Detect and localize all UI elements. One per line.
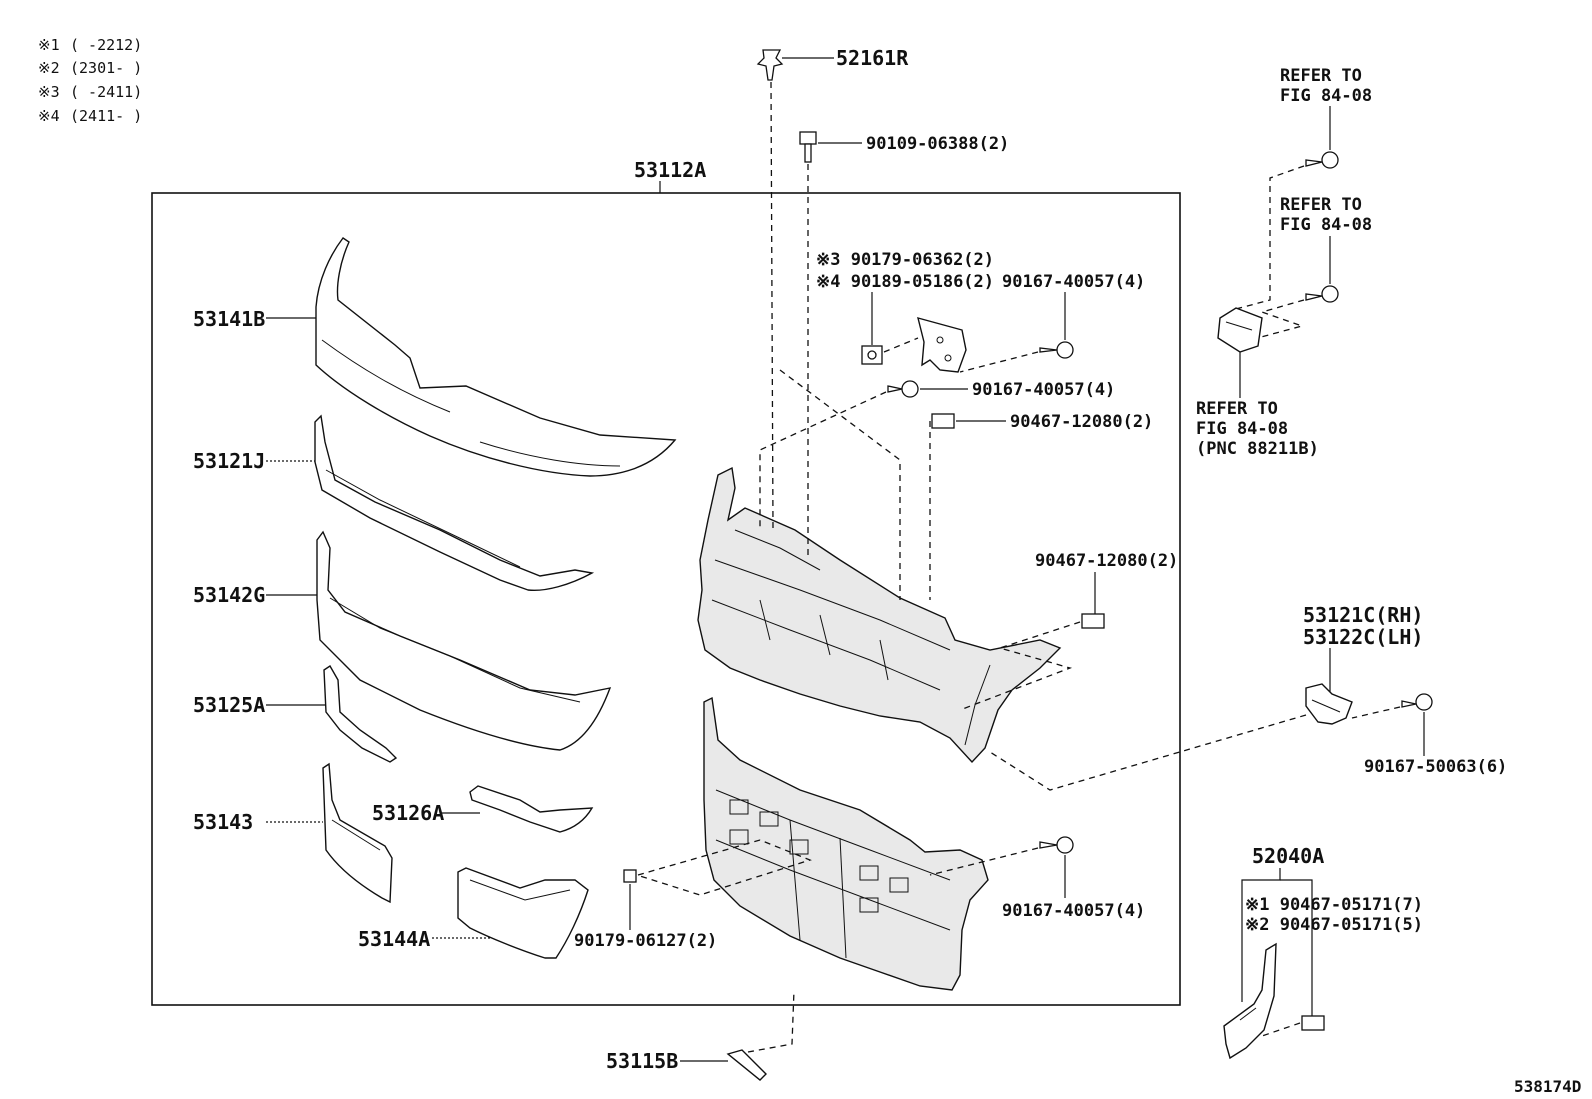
note-2-range: (2301- )	[70, 59, 142, 77]
ref1-line1: REFER TO	[1280, 66, 1362, 86]
bolt-ref1-icon	[1305, 151, 1339, 169]
label-53115b: 53115B	[606, 1049, 678, 1073]
leader-52040a-fastener	[1280, 879, 1313, 1016]
bolt-90109-icon	[799, 131, 817, 163]
label-90179-06127: 90179-06127(2)	[574, 931, 717, 951]
label-53125a: 53125A	[193, 693, 265, 717]
label-90467-a: 90467-12080(2)	[1010, 412, 1153, 432]
ref1-line2: FIG 84-08	[1280, 86, 1372, 106]
label-53141b: 53141B	[193, 307, 265, 331]
dash-90167-c	[929, 847, 1039, 876]
dash-90167-50063	[1351, 706, 1401, 719]
label-53143: 53143	[193, 810, 253, 834]
dash-grille-top	[779, 369, 901, 600]
note-3-range: ( -2411)	[70, 83, 142, 101]
label-52161r: 52161R	[836, 46, 909, 70]
part-53142g-drawing	[316, 530, 612, 751]
label-53122c: 53122C(LH)	[1303, 625, 1423, 649]
ref3-line3: (PNC 88211B)	[1196, 439, 1319, 459]
dash-90179-06127	[637, 839, 812, 896]
radar-sensor-drawing	[1217, 307, 1263, 353]
label-90167-c: 90167-40057(4)	[1002, 901, 1145, 921]
note-2-mark: ※2	[38, 59, 60, 77]
label-53142g: 53142G	[193, 583, 265, 607]
label-90109: 90109-06388(2)	[866, 134, 1009, 154]
label-53144a: 53144A	[358, 927, 430, 951]
label-52040a: 52040A	[1252, 844, 1324, 868]
label-90467-05171-2: ※2 90467-05171(5)	[1245, 915, 1423, 935]
label-90467-05171-1: ※1 90467-05171(7)	[1245, 895, 1423, 915]
screw-90167-a-icon	[1039, 341, 1074, 359]
part-53125a-drawing	[323, 665, 398, 763]
part-53121j-drawing	[314, 414, 595, 592]
leader-52040a	[1241, 868, 1281, 1002]
dash-52161r	[770, 81, 774, 529]
dash-90167-b	[759, 391, 887, 530]
assembly-number: 53112A	[634, 158, 706, 182]
label-90167-b: 90167-40057(4)	[972, 380, 1115, 400]
dash-90167-a	[959, 351, 1039, 373]
screw-90167-50063-icon	[1401, 693, 1433, 711]
dash-53115b	[747, 989, 795, 1053]
dash-bracket	[883, 337, 919, 353]
part-53115b-drawing	[726, 1049, 767, 1081]
dash-53121c	[989, 714, 1307, 791]
dash-90467-05171	[1261, 1022, 1301, 1037]
nut-90179-06127-icon	[623, 869, 637, 883]
ref2-line1: REFER TO	[1280, 195, 1362, 215]
part-53144a-drawing	[457, 867, 589, 959]
label-90189-05186: ※4 90189-05186(2)	[816, 272, 994, 292]
dash-ref1	[1231, 165, 1305, 311]
nut-90179-icon	[861, 345, 883, 365]
part-53143-drawing	[322, 762, 393, 904]
label-53121j: 53121J	[193, 449, 265, 473]
part-52040a-drawing	[1223, 942, 1277, 1060]
clip-90467-05171-icon	[1301, 1015, 1325, 1031]
label-53126a: 53126A	[372, 801, 444, 825]
label-90179-06362: ※3 90179-06362(2)	[816, 250, 994, 270]
note-1-mark: ※1	[38, 36, 60, 54]
clip-90467-b-icon	[1081, 613, 1105, 629]
note-1-range: ( -2212)	[70, 36, 142, 54]
ref3-line1: REFER TO	[1196, 399, 1278, 419]
label-53121c: 53121C(RH)	[1303, 603, 1423, 627]
date-range-notes: ※1 ( -2212) ※2 (2301- ) ※3 ( -2411) ※4 (…	[38, 36, 142, 125]
part-53141b-drawing	[315, 237, 677, 477]
part-grille-lower-drawing	[703, 696, 989, 991]
ref2-line2: FIG 84-08	[1280, 215, 1372, 235]
part-53121c-drawing	[1305, 683, 1353, 725]
dash-ref2	[1249, 299, 1305, 341]
figure-id: 538174D	[1514, 1077, 1581, 1096]
ref3-line2: FIG 84-08	[1196, 419, 1288, 439]
assembly-frame	[151, 192, 1181, 1006]
note-4-mark: ※4	[38, 107, 60, 125]
label-90167-50063: 90167-50063(6)	[1364, 757, 1507, 777]
part-grille-upper-drawing	[697, 466, 1062, 764]
screw-90167-c-icon	[1039, 836, 1074, 854]
label-90167-a: 90167-40057(4)	[1002, 272, 1145, 292]
screw-90167-b-icon	[887, 380, 919, 398]
clip-90467-a-icon	[931, 413, 955, 429]
note-3-mark: ※3	[38, 83, 60, 101]
note-4-range: (2411- )	[70, 107, 142, 125]
clip-52161r-icon	[756, 49, 784, 81]
bracket-drawing	[917, 317, 967, 373]
label-90467-b: 90467-12080(2)	[1035, 551, 1178, 571]
bolt-ref2-icon	[1305, 285, 1339, 303]
part-53126a-drawing	[469, 785, 594, 833]
